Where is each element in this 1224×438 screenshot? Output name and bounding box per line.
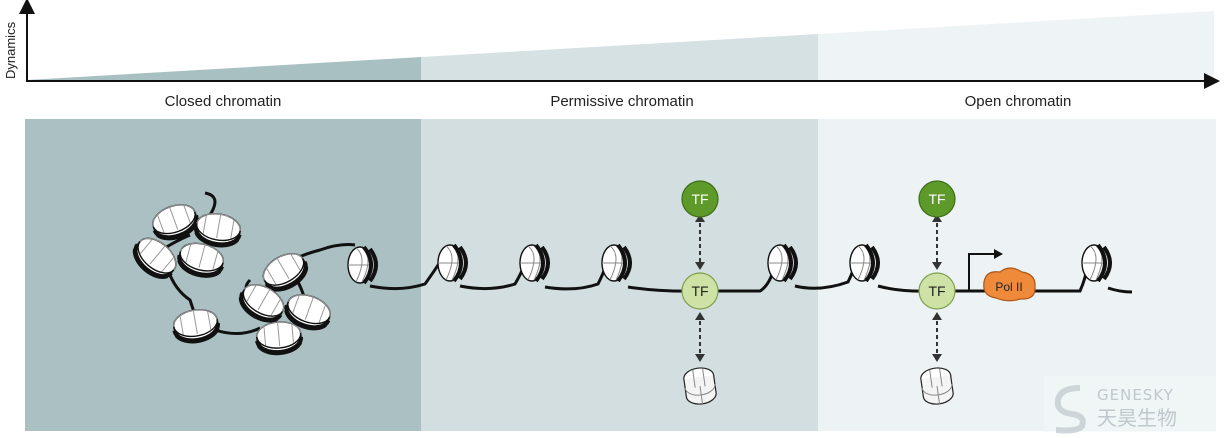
tf-site-label: TF [928,283,945,299]
region-label-closed: Closed chromatin [165,93,282,110]
region-label-permissive: Permissive chromatin [550,93,693,110]
nucleosome-icon [1080,243,1112,283]
pol-ii-shape [983,267,1036,302]
pol-ii-label: Pol II [995,280,1022,294]
tf-bound-label: TF [928,191,945,207]
histone-octamer-icon [919,365,955,407]
tf-site-circle [681,272,719,310]
tf-bound-label: TF [691,191,708,207]
histone-octamer-icon [682,365,718,407]
nucleosome-icon [766,243,798,283]
watermark-brand: GENESKY [1097,386,1174,404]
dynamics-axes: Dynamics [3,0,1220,89]
nucleosome-icon [518,243,550,283]
nucleosome-icon [346,245,378,285]
nucleosome-icon [436,243,468,283]
tf-bound-circle [681,180,719,218]
nucleosome-icon [848,243,880,283]
tf-site-circle [918,272,956,310]
ramp-permissive [421,34,818,80]
tss-arrow-icon [968,253,996,290]
y-axis-label: Dynamics [3,21,18,79]
genesky-logo-icon [1054,385,1086,434]
tf-bound-circle [918,180,956,218]
ramp-closed [27,57,421,80]
region-label-open: Open chromatin [965,93,1072,110]
dynamics-ramp [27,11,1214,80]
tf-site-label: TF [691,283,708,299]
watermark: GENESKY 天昊生物 [1044,376,1216,434]
tf-exchange-permissive: TF TF [681,180,719,407]
transcription-start: Pol II [968,249,1036,302]
tf-exchange-open: TF TF [918,180,956,407]
watermark-cn: 天昊生物 [1097,406,1177,430]
ramp-open [818,11,1214,80]
nucleosome-icon [600,243,632,283]
